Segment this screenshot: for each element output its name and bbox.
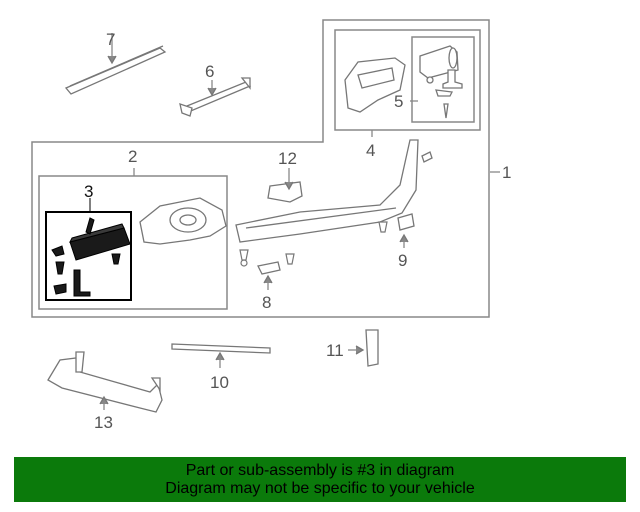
callout-12: 12 xyxy=(278,149,297,168)
part-8-bracket xyxy=(257,261,281,290)
part-1-fasteners xyxy=(239,221,388,267)
assembly-outline-1 xyxy=(31,19,490,318)
banner-line-2: Diagram may not be specific to your vehi… xyxy=(165,479,475,497)
part-11-plate xyxy=(348,329,379,367)
part-3-assembly xyxy=(51,198,131,297)
callout-7: 7 xyxy=(106,30,115,49)
highlight-box-3 xyxy=(45,211,132,301)
part-9-pad xyxy=(397,213,415,248)
callout-2: 2 xyxy=(128,147,137,166)
subassembly-box-4 xyxy=(334,29,481,131)
part-12-clip xyxy=(267,168,303,203)
info-banner: Part or sub-assembly is #3 in diagram Di… xyxy=(14,457,626,502)
callout-9: 9 xyxy=(398,251,407,270)
callout-11: 11 xyxy=(326,341,344,360)
callout-5: 5 xyxy=(394,92,403,111)
part-5-cap xyxy=(410,45,463,119)
callout-13: 13 xyxy=(94,413,113,432)
part-2-end-cap xyxy=(133,168,227,245)
callout-8: 8 xyxy=(262,293,271,312)
callout-3: 3 xyxy=(84,182,93,201)
banner-line-1: Part or sub-assembly is #3 in diagram xyxy=(185,461,455,479)
part-1-running-board xyxy=(235,139,500,243)
callout-10: 10 xyxy=(210,373,229,392)
callout-1: 1 xyxy=(502,163,511,182)
part-4-bracket xyxy=(344,57,406,137)
subassembly-box-5 xyxy=(411,36,475,123)
part-10-strip xyxy=(171,343,271,368)
part-13-mount xyxy=(47,351,163,413)
part-7-rail xyxy=(64,33,167,95)
parts-diagram: 7 6 5 4 12 2 3 1 9 8 11 10 13 xyxy=(31,19,511,432)
callout-4: 4 xyxy=(366,141,375,160)
part-6-bracket xyxy=(179,77,252,117)
subassembly-box-2 xyxy=(38,175,228,310)
callout-6: 6 xyxy=(205,62,214,81)
